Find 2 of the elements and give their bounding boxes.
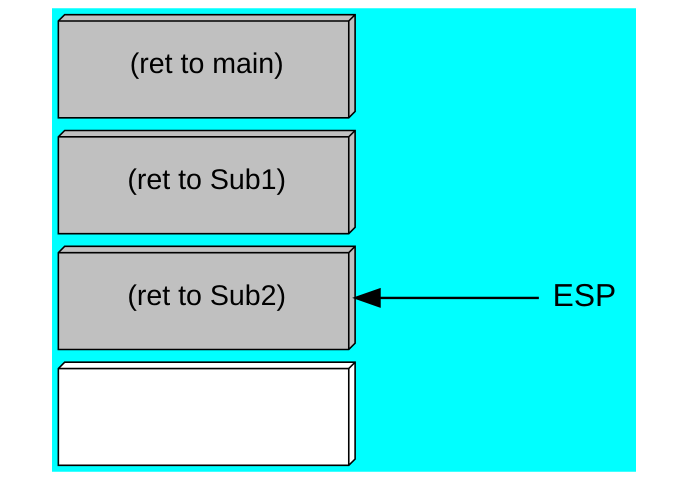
node-text: ESP [552, 276, 616, 313]
arrow [352, 288, 538, 308]
